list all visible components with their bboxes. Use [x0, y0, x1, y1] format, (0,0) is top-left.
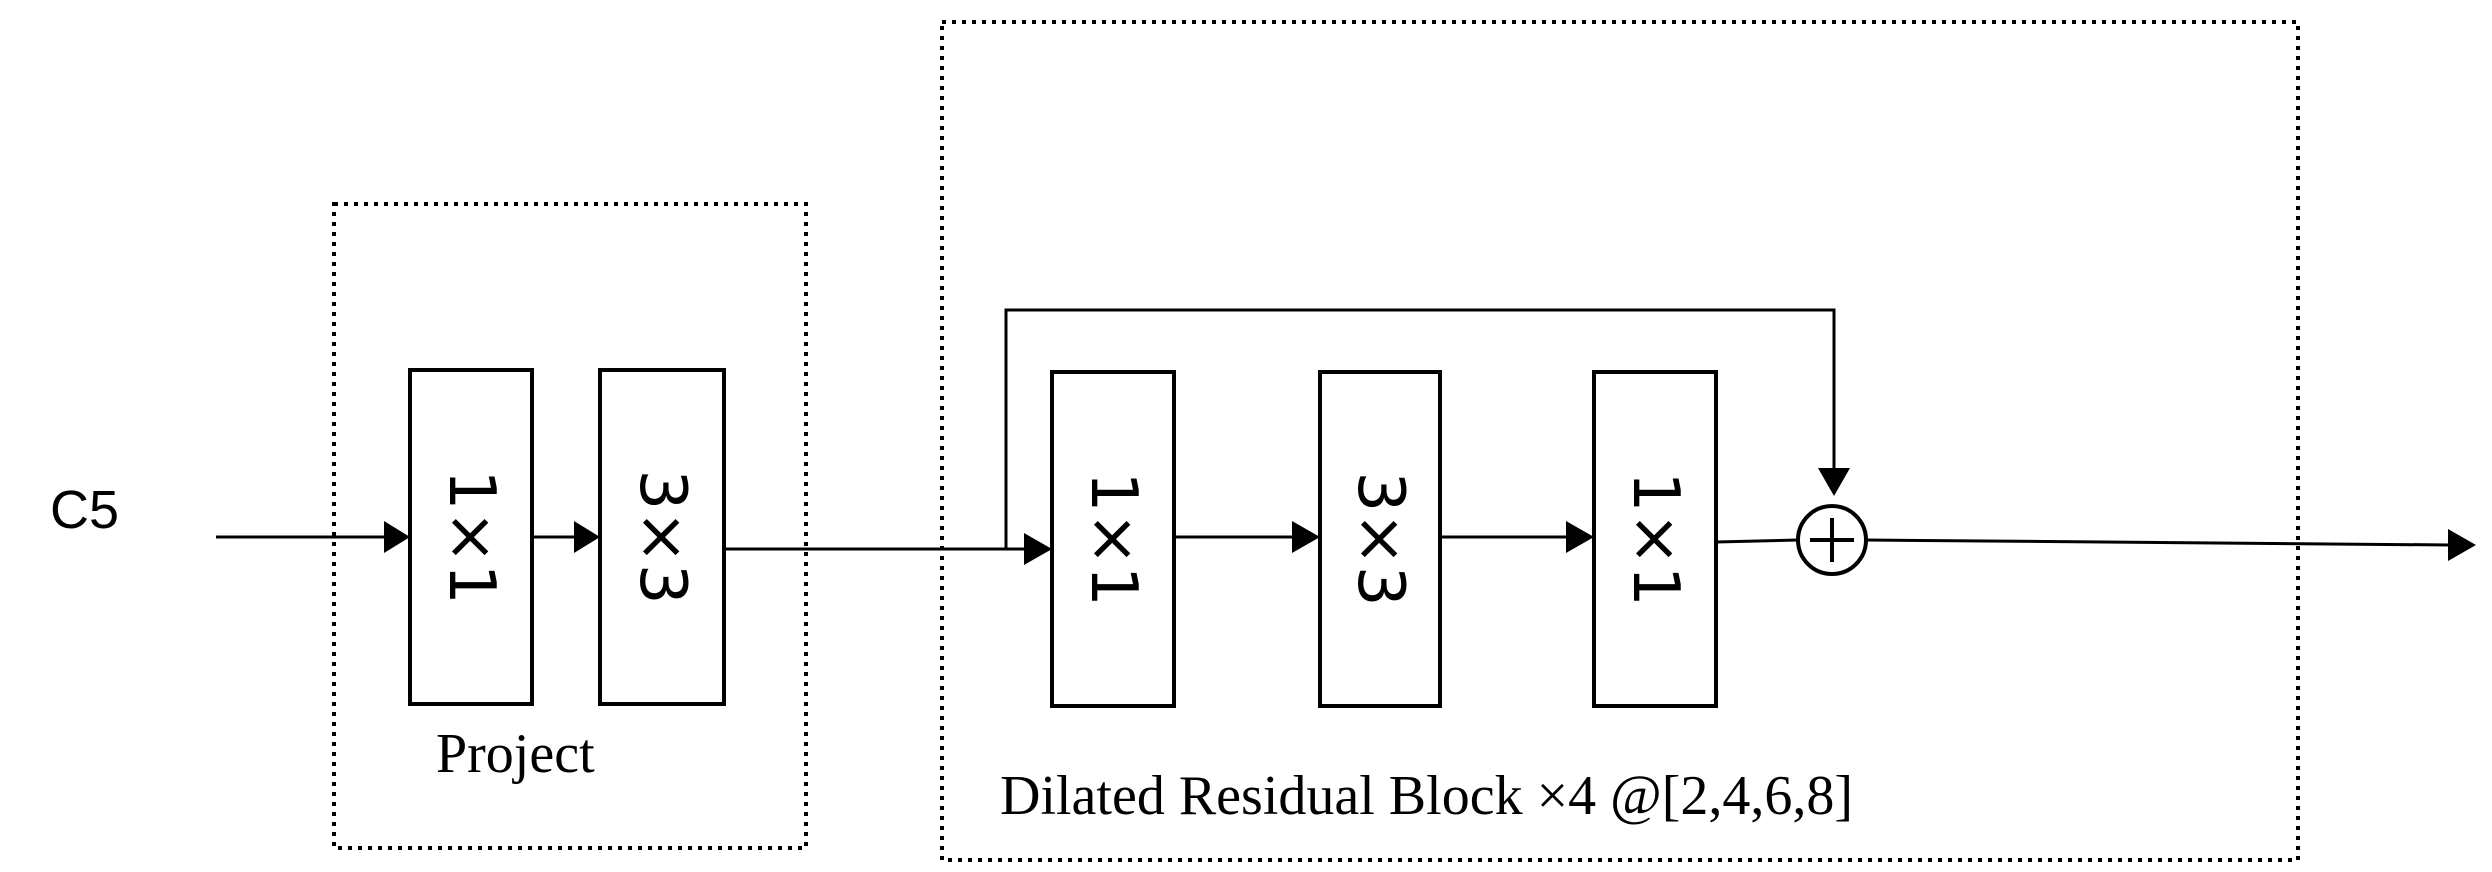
conv-kernel-label: 1×1 — [1076, 471, 1150, 606]
residual-caption: Dilated Residual Block ×4 @[2,4,6,8] — [1000, 765, 1853, 827]
output-wire — [1865, 538, 2451, 547]
residual-conv-1x1-b: 1×1 — [1592, 370, 1718, 708]
project-caption: Project — [436, 723, 595, 785]
arrowhead-icon — [1566, 521, 1594, 553]
residual-conv-1x1-a: 1×1 — [1050, 370, 1176, 708]
arrowhead-icon — [574, 521, 600, 553]
conv-kernel-label: 3×3 — [625, 469, 699, 604]
skip-connection-wire — [1004, 308, 1836, 549]
arrowhead-icon — [384, 521, 410, 553]
residual-conv-3x3: 3×3 — [1318, 370, 1442, 708]
sum-node — [1796, 504, 1868, 576]
project-group-box — [332, 202, 808, 850]
project-conv-1x1: 1×1 — [408, 368, 534, 706]
arrowhead-icon — [1024, 533, 1052, 565]
residual-to-sum-wire — [1715, 538, 1799, 544]
conv-kernel-label: 3×3 — [1343, 471, 1417, 606]
conv-kernel-label: 1×1 — [434, 469, 508, 604]
input-label: C5 — [50, 480, 119, 540]
arrowhead-icon — [1292, 521, 1320, 553]
arrowhead-icon — [2448, 529, 2476, 561]
arrowhead-icon — [1818, 468, 1850, 496]
project-conv-3x3: 3×3 — [598, 368, 726, 706]
conv-kernel-label: 1×1 — [1618, 471, 1692, 606]
residual-group-box — [940, 20, 2300, 862]
